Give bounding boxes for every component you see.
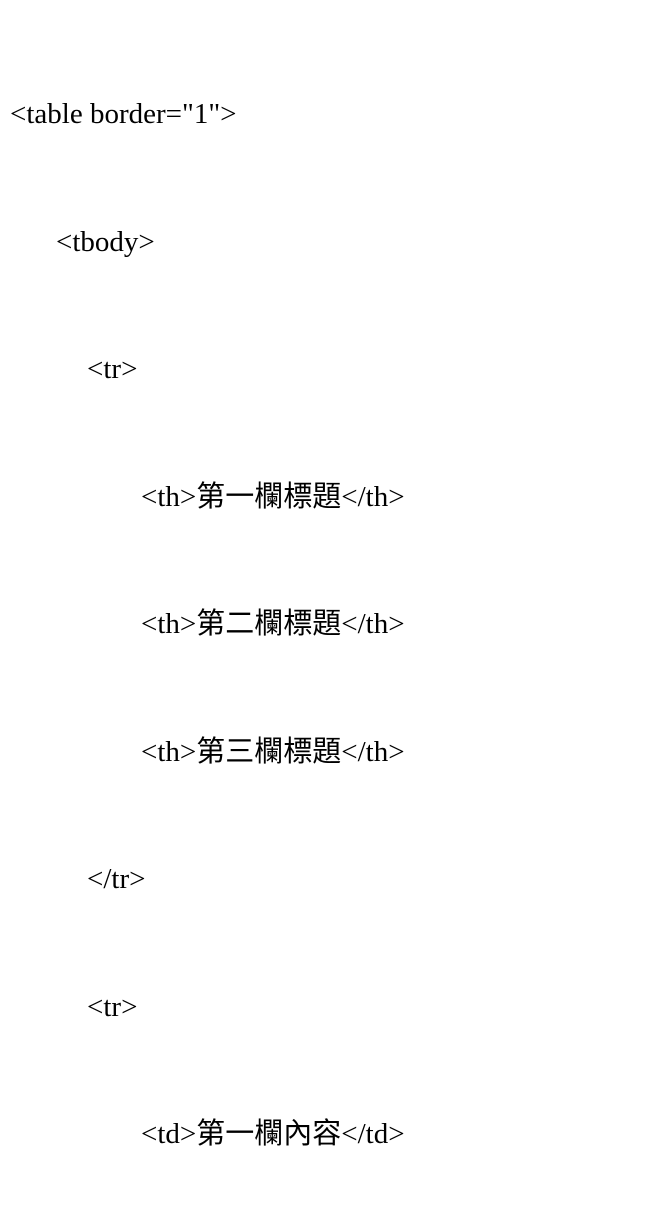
- code-line: <tr>: [87, 990, 138, 1023]
- code-line: <tbody>: [56, 225, 155, 258]
- code-line: <th>第一欄標題</th>: [141, 480, 405, 513]
- code-line: <table border="1">: [10, 98, 237, 130]
- code-line: <tr>: [87, 353, 138, 385]
- code-line: <th>第二欄標題</th>: [141, 608, 405, 640]
- code-line: <td>第一欄內容</td>: [141, 1118, 405, 1150]
- code-snippet: <table border="1"> <tbody> <tr> <th>第一欄標…: [10, 98, 405, 1150]
- code-line: <th>第三欄標題</th>: [141, 735, 405, 768]
- code-line: </tr>: [87, 863, 146, 895]
